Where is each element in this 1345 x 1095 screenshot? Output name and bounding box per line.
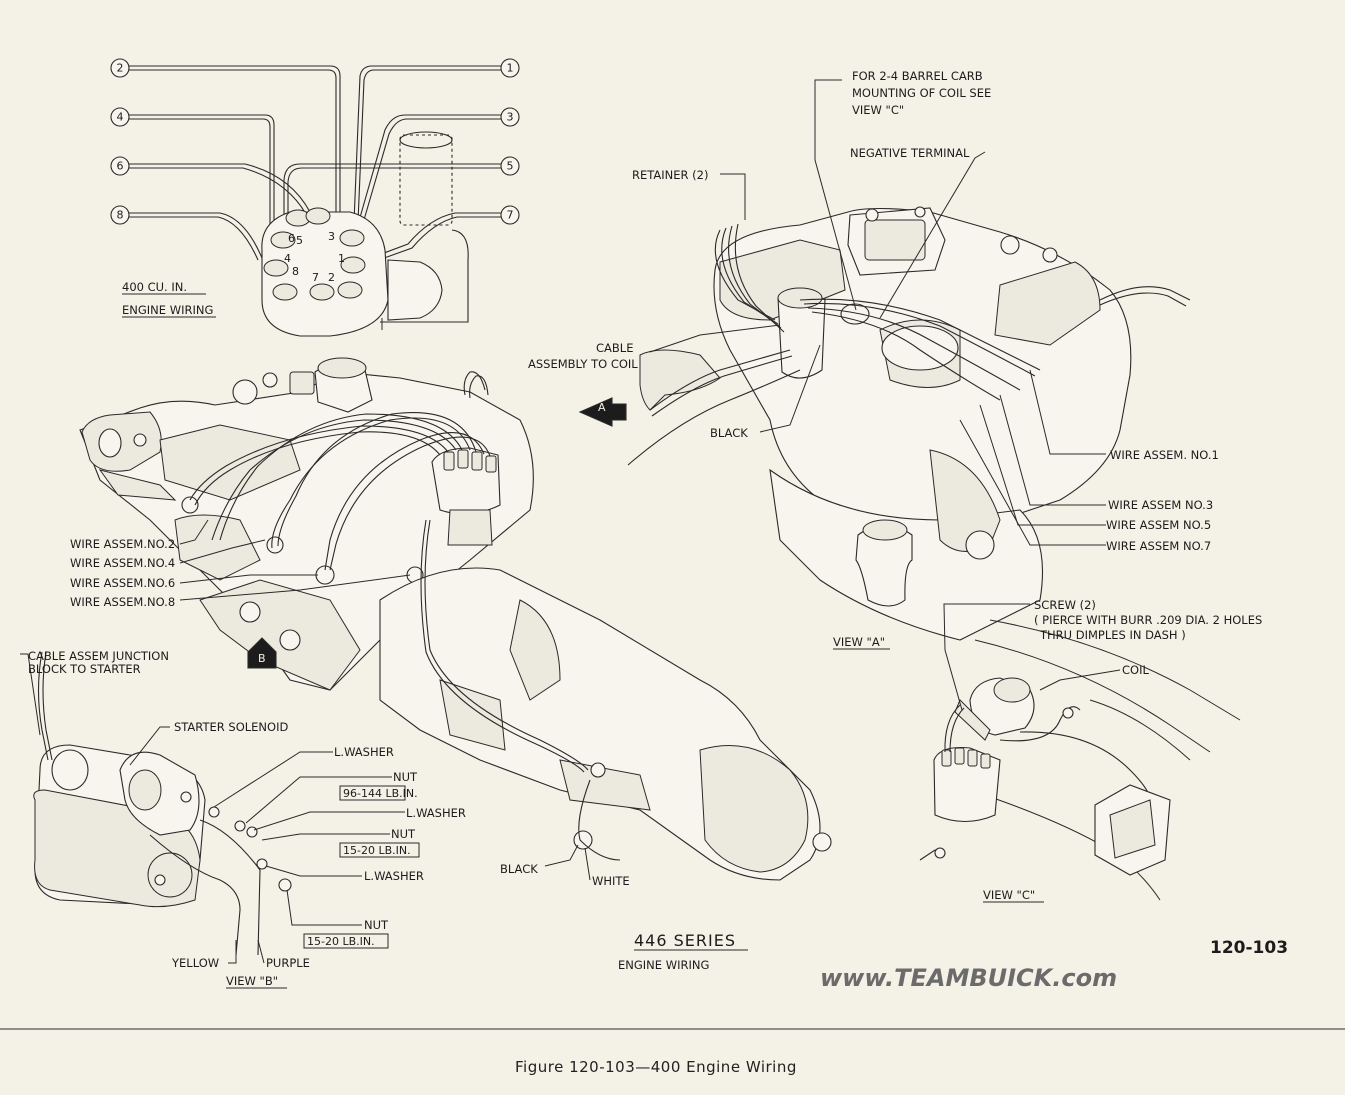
view-b-starter-drawing: CABLE ASSEM JUNCTION BLOCK TO STARTER ST… <box>20 649 466 989</box>
left-firing-number-2: 2 <box>110 58 130 78</box>
right-number-text: 5 <box>507 160 514 173</box>
view-b-arrow-marker: B <box>247 637 277 669</box>
left-firing-number-4: 4 <box>110 107 130 127</box>
series-title: 446 SERIES <box>634 931 736 950</box>
ignition-coil <box>399 131 453 226</box>
torque-label-1: 96-144 LB.IN. <box>343 787 418 800</box>
wire-assem-no8-label: WIRE ASSEM.NO.8 <box>70 595 175 609</box>
wire-assem-no4-label: WIRE ASSEM.NO.4 <box>70 556 175 570</box>
view-a-engine-drawing: A FOR 2-4 BARREL CARB MOUNTING OF COIL S… <box>528 69 1219 650</box>
right-number-text: 7 <box>507 209 514 222</box>
left-number-text: 4 <box>117 111 124 124</box>
torque-label-2: 15-20 LB.IN. <box>343 844 411 857</box>
wire-assem-no1-label: WIRE ASSEM. NO.1 <box>1110 448 1219 462</box>
cap-number: 1 <box>338 252 345 265</box>
left-number-text: 2 <box>117 62 124 75</box>
inset-title: 400 CU. IN. <box>122 280 187 294</box>
right-number-text: 1 <box>507 62 514 75</box>
view-a-caption: VIEW "A" <box>833 635 885 649</box>
figure-caption: Figure 120-103—400 Engine Wiring <box>515 1058 797 1076</box>
cap-number: 5 <box>296 234 303 247</box>
view-a-black-label: BLACK <box>710 426 748 440</box>
left-firing-number-8: 8 <box>110 205 130 225</box>
screw-note-line-1: ( PIERCE WITH BURR .209 DIA. 2 HOLES <box>1034 613 1262 627</box>
inset-left-wires <box>129 65 341 261</box>
cap-number: 4 <box>284 252 291 265</box>
wire-assem-no2-label: WIRE ASSEM.NO.2 <box>70 537 175 551</box>
view-b-arrow-letter: B <box>258 652 266 665</box>
cap-number: 8 <box>292 265 299 278</box>
yellow-wire-label: YELLOW <box>171 956 219 970</box>
right-firing-number-7: 7 <box>500 205 520 225</box>
wire-assem-no7-label: WIRE ASSEM NO.7 <box>1106 539 1211 553</box>
main-engine-drawing: B WIRE ASSEM.NO.2 WIRE ASSEM.NO.4 WIRE A… <box>70 357 832 888</box>
view-a-note-line-1: FOR 2-4 BARREL CARB <box>852 69 983 83</box>
left-firing-number-6: 6 <box>110 156 130 176</box>
l-washer-label-2: L.WASHER <box>406 806 466 820</box>
view-b-caption: VIEW "B" <box>226 974 278 988</box>
nut-label-1: NUT <box>393 770 418 784</box>
figure-code: 120-103 <box>1210 938 1288 958</box>
wire-assem-no3-label: WIRE ASSEM NO.3 <box>1108 498 1213 512</box>
main-plug-wires <box>189 371 621 861</box>
left-number-text: 8 <box>117 209 124 222</box>
wire-assem-no5-label: WIRE ASSEM NO.5 <box>1106 518 1211 532</box>
main-white-label: WHITE <box>592 874 630 888</box>
l-washer-label-1: L.WASHER <box>334 745 394 759</box>
view-a-note-line-2: MOUNTING OF COIL SEE <box>852 86 991 100</box>
inset-subtitle: ENGINE WIRING <box>122 303 213 317</box>
screw-label: SCREW (2) <box>1034 598 1096 612</box>
view-c-coil-drawing: SCREW (2) ( PIERCE WITH BURR .209 DIA. 2… <box>919 598 1262 903</box>
view-a-arrow-letter: A <box>598 401 606 414</box>
purple-wire-label: PURPLE <box>266 956 310 970</box>
distributor-cap: 6 5 3 4 1 8 7 2 <box>261 207 469 337</box>
inset-400-wiring: 2 4 6 8 1 3 5 7 <box>110 58 520 337</box>
left-number-text: 6 <box>117 160 124 173</box>
wire-assem-no6-label: WIRE ASSEM.NO.6 <box>70 576 175 590</box>
series-subtitle: ENGINE WIRING <box>618 958 709 972</box>
screw-note-line-2: THRU DIMPLES IN DASH ) <box>1039 628 1186 642</box>
inset-right-wires <box>283 65 501 267</box>
junction-label-line-1: CABLE ASSEM JUNCTION <box>28 649 169 663</box>
retainer-label: RETAINER (2) <box>632 168 708 182</box>
main-black-label: BLACK <box>500 862 538 876</box>
nut-label-2: NUT <box>391 827 416 841</box>
torque-label-3: 15-20 LB.IN. <box>307 935 375 948</box>
nut-label-3: NUT <box>364 918 389 932</box>
view-c-caption: VIEW "C" <box>983 888 1035 902</box>
l-washer-label-3: L.WASHER <box>364 869 424 883</box>
main-distributor <box>431 447 501 546</box>
cable-assembly-label-line-2: ASSEMBLY TO COIL <box>528 357 638 371</box>
junction-label-line-2: BLOCK TO STARTER <box>28 662 141 676</box>
coil-label: COIL <box>1122 663 1149 677</box>
view-a-plug-wires <box>627 223 1041 466</box>
starter-solenoid-label: STARTER SOLENOID <box>174 720 288 734</box>
right-number-text: 3 <box>507 111 514 124</box>
negative-terminal-label: NEGATIVE TERMINAL <box>850 146 970 160</box>
view-a-note-line-3: VIEW "C" <box>852 103 904 117</box>
right-firing-number-1: 1 <box>500 58 520 78</box>
right-firing-number-3: 3 <box>500 107 520 127</box>
teambuick-watermark: www.TEAMBUICK.com <box>820 964 1117 992</box>
cable-assembly-label-line-1: CABLE <box>596 341 633 355</box>
right-firing-number-5: 5 <box>500 156 520 176</box>
cap-number: 6 <box>288 232 295 245</box>
view-a-arrow-marker: A <box>578 397 627 427</box>
cap-number: 2 <box>328 271 335 284</box>
cap-number: 7 <box>312 271 319 284</box>
cap-number: 3 <box>328 230 335 243</box>
